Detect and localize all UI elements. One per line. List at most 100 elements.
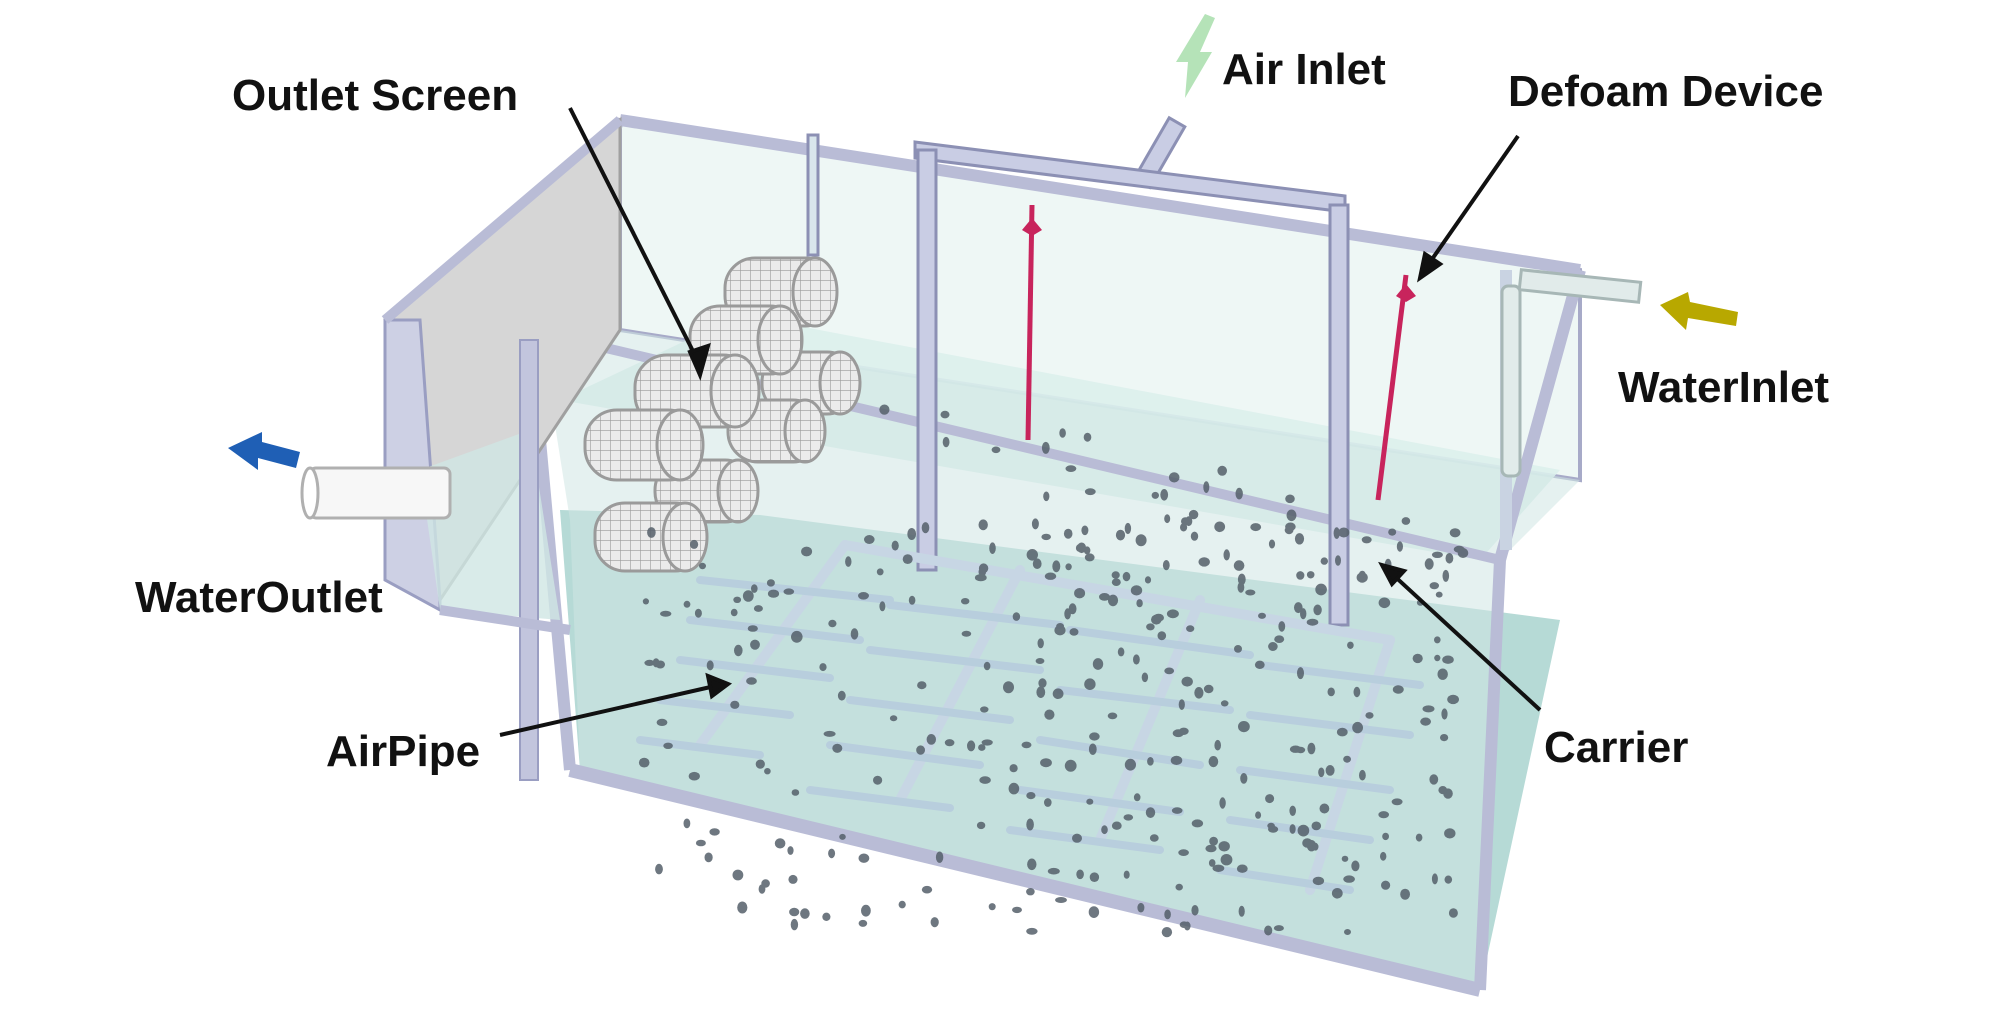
tank-bottom-edge: [568, 763, 1482, 997]
carrier-particle: [1442, 655, 1454, 664]
carrier-particle: [1268, 642, 1278, 651]
carrier-particle: [1250, 523, 1262, 532]
carrier-particle: [873, 775, 883, 785]
carrier-particle: [767, 589, 780, 598]
carrier-particle: [980, 706, 989, 713]
carrier-particle: [1122, 571, 1131, 582]
carrier-particle: [1107, 712, 1118, 720]
carrier-particle: [1107, 594, 1119, 607]
carrier-particle: [1076, 869, 1084, 880]
carrier-particle: [1448, 908, 1458, 918]
carrier-particle: [1294, 533, 1305, 545]
carrier-particle: [1278, 621, 1286, 632]
carrier-particle: [789, 907, 800, 917]
carrier-particle: [1237, 581, 1245, 593]
carrier-particle: [1089, 872, 1100, 882]
carrier-particle: [1344, 929, 1351, 935]
carrier-particle: [978, 567, 987, 577]
air-pipe-main: [695, 540, 850, 750]
carrier-particle: [1302, 838, 1313, 848]
carrier-particle: [1038, 678, 1047, 688]
carrier-particle: [1378, 811, 1389, 819]
carrier-particle: [758, 884, 766, 894]
carrier-particle: [1203, 684, 1214, 694]
chamber-top-edge: [381, 116, 624, 324]
carrier-particle: [1453, 545, 1465, 553]
carrier-particle: [1382, 832, 1389, 841]
carrier-particle: [1055, 897, 1067, 903]
carrier-particle: [1220, 700, 1229, 707]
carrier-particle: [1438, 786, 1448, 795]
carrier-particle: [1289, 805, 1296, 816]
carrier-particle: [730, 700, 740, 709]
carrier-particle: [660, 610, 672, 617]
carrier-particle: [858, 853, 870, 863]
arrow-down-icon: [1176, 14, 1215, 98]
air-pipe-grid: [695, 540, 1395, 895]
water-outlet-arrow: [228, 432, 300, 470]
carrier-particle: [1026, 792, 1036, 800]
carrier-particle: [1214, 739, 1221, 751]
carrier-particle: [1223, 549, 1230, 561]
carrier-particle: [845, 556, 852, 567]
carrier-particle: [1442, 569, 1450, 582]
carrier-particle: [1400, 888, 1410, 900]
carrier-particle: [1289, 745, 1302, 753]
carrier-particle: [1267, 822, 1275, 829]
carrier-particle: [889, 715, 898, 722]
air-pipe-header: [840, 540, 1395, 645]
carrier-particle: [1365, 712, 1374, 719]
carrier-particle: [1353, 686, 1361, 698]
carrier-particle: [1146, 623, 1155, 631]
screen-cylinder: [583, 408, 705, 482]
carrier-particle: [1434, 654, 1441, 662]
carrier-particle: [1208, 756, 1219, 768]
carrier-particle: [688, 771, 700, 781]
carrier-particle: [861, 904, 871, 917]
carrier-particle: [1444, 875, 1453, 884]
carrier-particle: [1151, 491, 1160, 499]
carrier-particle: [683, 818, 691, 829]
carrier-particle: [1234, 645, 1242, 653]
carrier-particle: [935, 851, 944, 863]
carrier-particle: [1313, 604, 1322, 616]
carrier-particle: [1178, 727, 1189, 735]
carrier-particle: [1069, 628, 1079, 636]
carrier-particle: [733, 596, 742, 603]
carrier-particle: [1135, 534, 1147, 547]
carrier-particle: [921, 885, 933, 894]
carrier-particle: [1041, 533, 1051, 541]
carrier-particle: [1044, 798, 1052, 807]
carrier-particle: [1012, 906, 1022, 914]
carrier-particle: [706, 660, 714, 671]
carrier-particle: [683, 600, 691, 608]
carrier-particle: [1214, 521, 1226, 533]
carrier-particle: [1209, 836, 1218, 846]
carrier-particle: [1074, 588, 1086, 599]
carrier-particle: [801, 546, 813, 557]
carrier-particle: [1312, 842, 1319, 851]
carrier-particle: [1111, 821, 1122, 830]
carrier-particle: [1341, 855, 1349, 862]
carrier-particle: [1311, 821, 1322, 831]
carrier-particle: [788, 874, 798, 884]
carrier-particle: [1178, 699, 1185, 710]
carrier-particle: [694, 608, 702, 618]
carrier-particle: [1162, 560, 1170, 571]
carrier-particle: [1101, 825, 1108, 835]
carrier-particle: [1054, 625, 1066, 636]
carrier-particle: [790, 918, 799, 931]
carrier-particle: [663, 742, 673, 749]
carrier-particle: [1043, 491, 1050, 502]
label-water-outlet: WaterOutlet: [135, 573, 383, 622]
carrier-particle: [1412, 653, 1423, 664]
carrier-particle: [1265, 794, 1275, 804]
carrier-particle: [1168, 472, 1180, 483]
carrier-particle: [832, 743, 843, 753]
carrier-particle: [1037, 638, 1044, 649]
carrier-particle: [1137, 902, 1145, 913]
carrier-particle: [1255, 811, 1262, 819]
carrier-particle: [1117, 647, 1125, 657]
carrier-particle: [1396, 541, 1403, 552]
carrier-particle: [766, 579, 775, 587]
